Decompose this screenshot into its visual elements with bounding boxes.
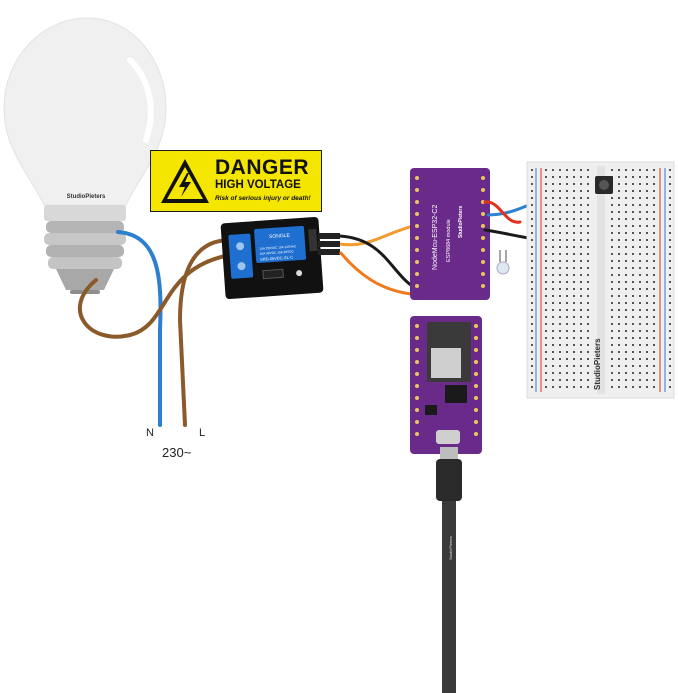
mcu-module: ESP8684 module	[446, 219, 452, 262]
relay-rating-1: 10A 250VAC 10A 125VAC	[259, 244, 297, 251]
vcc-wire-board	[483, 200, 522, 224]
usb-cable-icon: StudioPieters	[436, 447, 462, 693]
danger-sign: DANGER HIGH VOLTAGE Risk of serious inju…	[150, 150, 322, 212]
relay-module: SONGLE 10A 250VAC 10A 125VAC 10A 30VDC 1…	[220, 216, 324, 300]
push-button-icon	[595, 176, 613, 194]
danger-title: DANGER	[215, 156, 310, 179]
light-bulb-icon: StudioPieters	[3, 17, 167, 294]
mcu-logo: StudioPieters	[458, 206, 464, 238]
mcu-board: NodeMcu-ESP32-C2 ESP8684 module StudioPi…	[410, 168, 490, 300]
danger-subtitle: HIGH VOLTAGE	[215, 179, 301, 191]
mains-wires	[77, 230, 232, 427]
usb-board	[410, 316, 482, 454]
cable-logo: StudioPieters	[448, 536, 453, 560]
breadboard-logo: StudioPieters	[593, 338, 602, 390]
led-icon	[496, 250, 510, 275]
breadboard-holes	[531, 169, 671, 388]
high-voltage-icon	[161, 159, 209, 203]
bulb-logo: StudioPieters	[67, 194, 106, 200]
neutral-wire	[116, 230, 163, 427]
mcu-name: NodeMcu-ESP32-C2	[432, 205, 439, 270]
relay-model: SRD-05VDC-SL-C	[260, 255, 293, 262]
relay-brand: SONGLE	[269, 233, 291, 240]
live-wire	[177, 238, 232, 427]
mcu-pins-left	[415, 176, 419, 288]
relay-rating-2: 10A 30VDC 10A 28VDC	[260, 249, 295, 255]
breadboard: StudioPieters	[526, 161, 675, 399]
neutral-label: N	[146, 427, 154, 439]
mains-voltage-label: 230~	[162, 445, 192, 460]
danger-note: Risk of serious injury or death!	[215, 195, 311, 202]
live-label: L	[199, 427, 206, 439]
